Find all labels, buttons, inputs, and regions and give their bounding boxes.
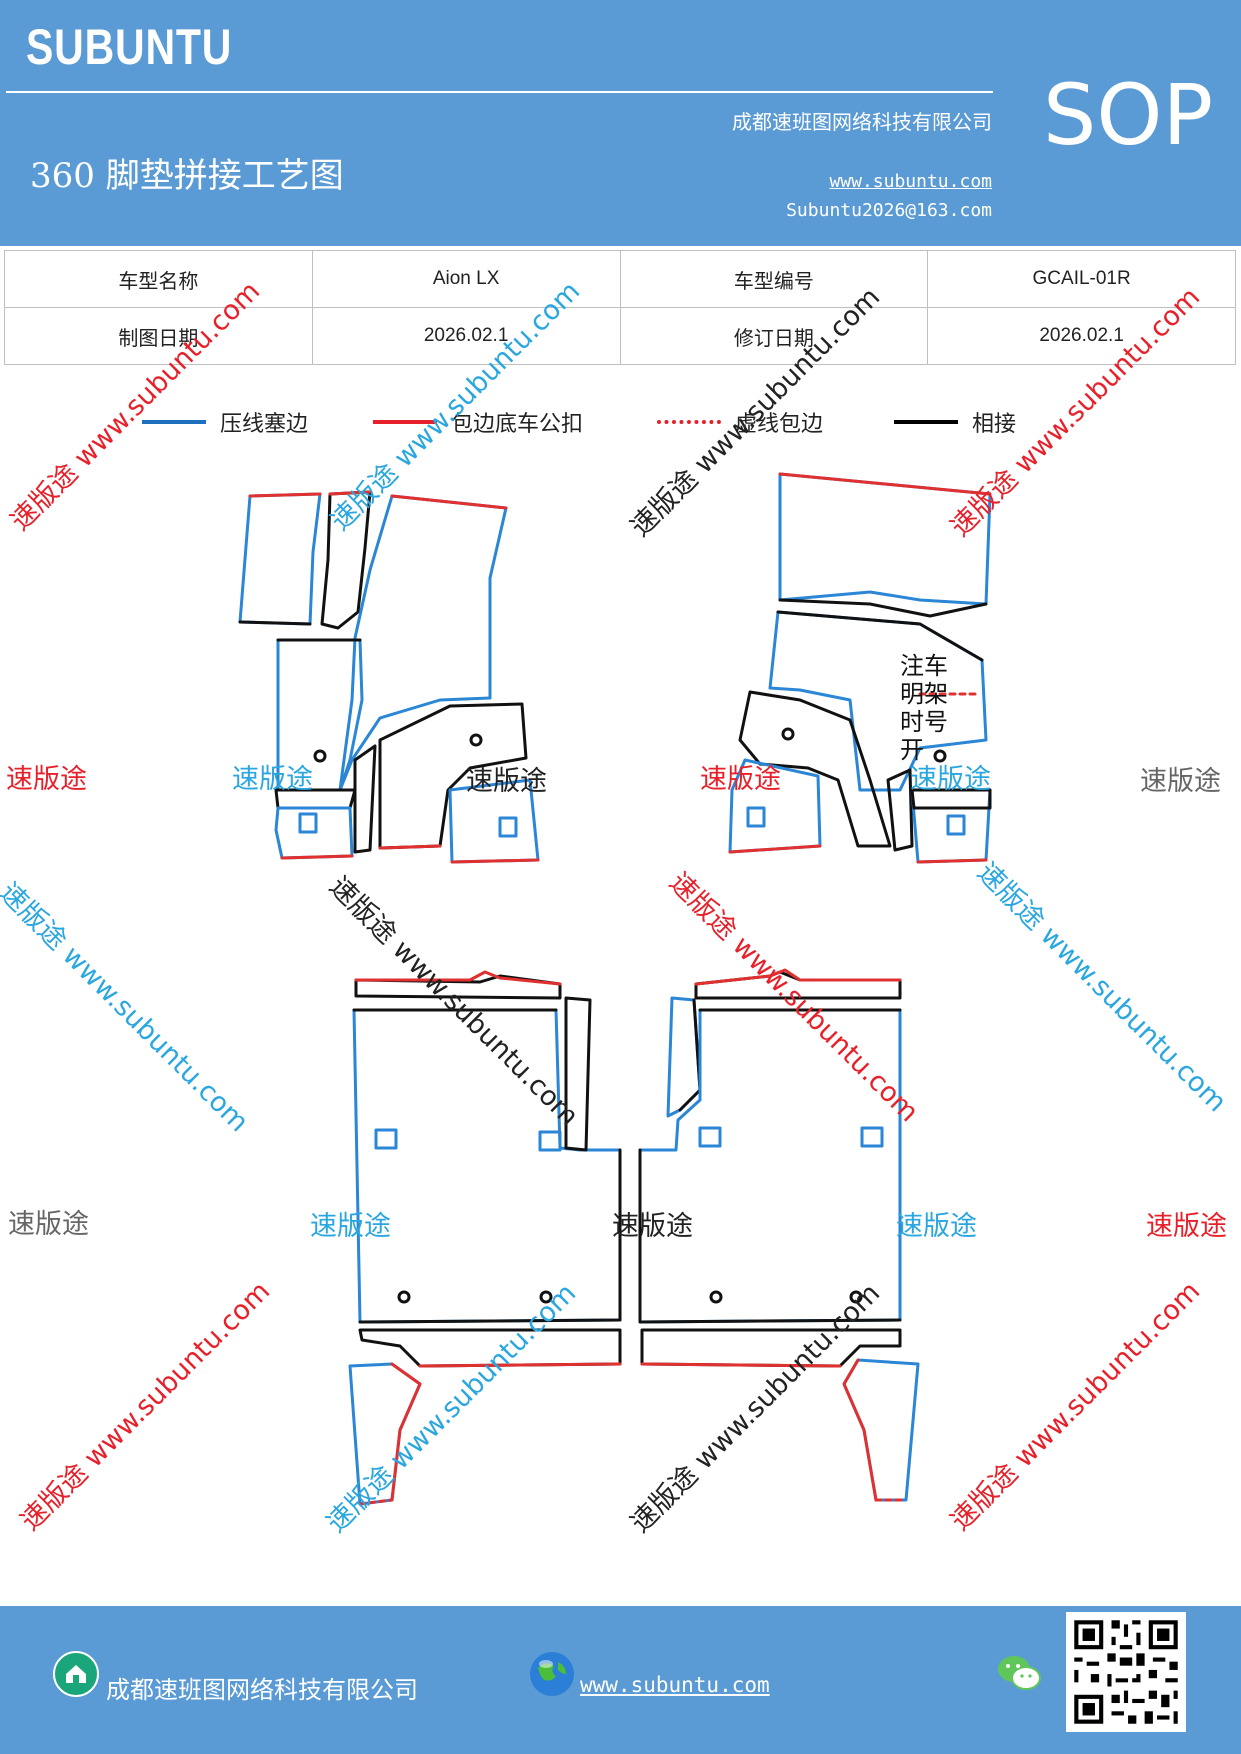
legend-swatch [894,420,958,424]
header-banner [0,0,1241,246]
rear-right-mat [638,968,920,1502]
table-value: 2026.02.1 [927,307,1236,365]
legend-item-edge-buckle: 包边底车公扣 [373,404,583,440]
table-value: 2026.02.1 [311,307,621,365]
table-label: 制图日期 [4,307,313,365]
front-left-mat [238,490,540,864]
vehicle-info-table: 车型名称 Aion LX 车型编号 GCAIL-01R 制图日期 2026.02… [4,250,1236,365]
rear-left-mat [348,970,622,1506]
sop-label: SOP [1043,66,1214,164]
legend-label: 压线塞边 [220,412,309,437]
page-title: 360 脚垫拼接工艺图 [30,156,344,196]
header-website-link[interactable]: www.subuntu.com [829,171,992,192]
table-label: 车型编号 [619,250,929,308]
header-email: Subuntu2026@163.com [786,200,992,221]
legend-swatch [142,420,206,424]
legend-label: 虚线包边 [735,412,824,437]
floor-mat-diagram [238,472,992,1506]
table-row: 车型名称 Aion LX 车型编号 GCAIL-01R [4,250,1236,308]
footer-company: 成都速班图网络科技有限公司 [106,1676,418,1704]
legend-item-joint: 相接 [894,404,1016,440]
qr-code [1066,1612,1186,1732]
legend-label: 包边底车公扣 [451,412,584,437]
note-line: 时号 [900,708,948,736]
note-line: 明架 [900,680,948,708]
brand-logo: SUBUNTU [26,19,233,75]
diagram-note: 注车 明架 时号 开 [900,652,948,764]
home-icon [53,1651,99,1697]
wechat-icon [998,1656,1041,1690]
globe-icon [530,1652,574,1696]
legend-swatch [373,420,437,424]
table-label: 修订日期 [619,307,929,365]
front-right-mat [728,472,992,864]
header-company: 成都速班图网络科技有限公司 [732,110,992,134]
note-line: 开 [900,736,924,764]
table-value: GCAIL-01R [927,250,1236,308]
table-value: Aion LX [311,250,621,308]
table-row: 制图日期 2026.02.1 修订日期 2026.02.1 [4,307,1236,365]
note-line: 注车 [900,652,948,680]
legend-item-dotted-edge: 虚线包边 [657,404,823,440]
footer-website-link[interactable]: www.subuntu.com [580,1673,770,1697]
legend-label: 相接 [972,412,1017,437]
legend-swatch [657,420,721,424]
legend-item-press-line: 压线塞边 [142,404,308,440]
header-divider [6,91,993,93]
table-label: 车型名称 [4,250,313,308]
